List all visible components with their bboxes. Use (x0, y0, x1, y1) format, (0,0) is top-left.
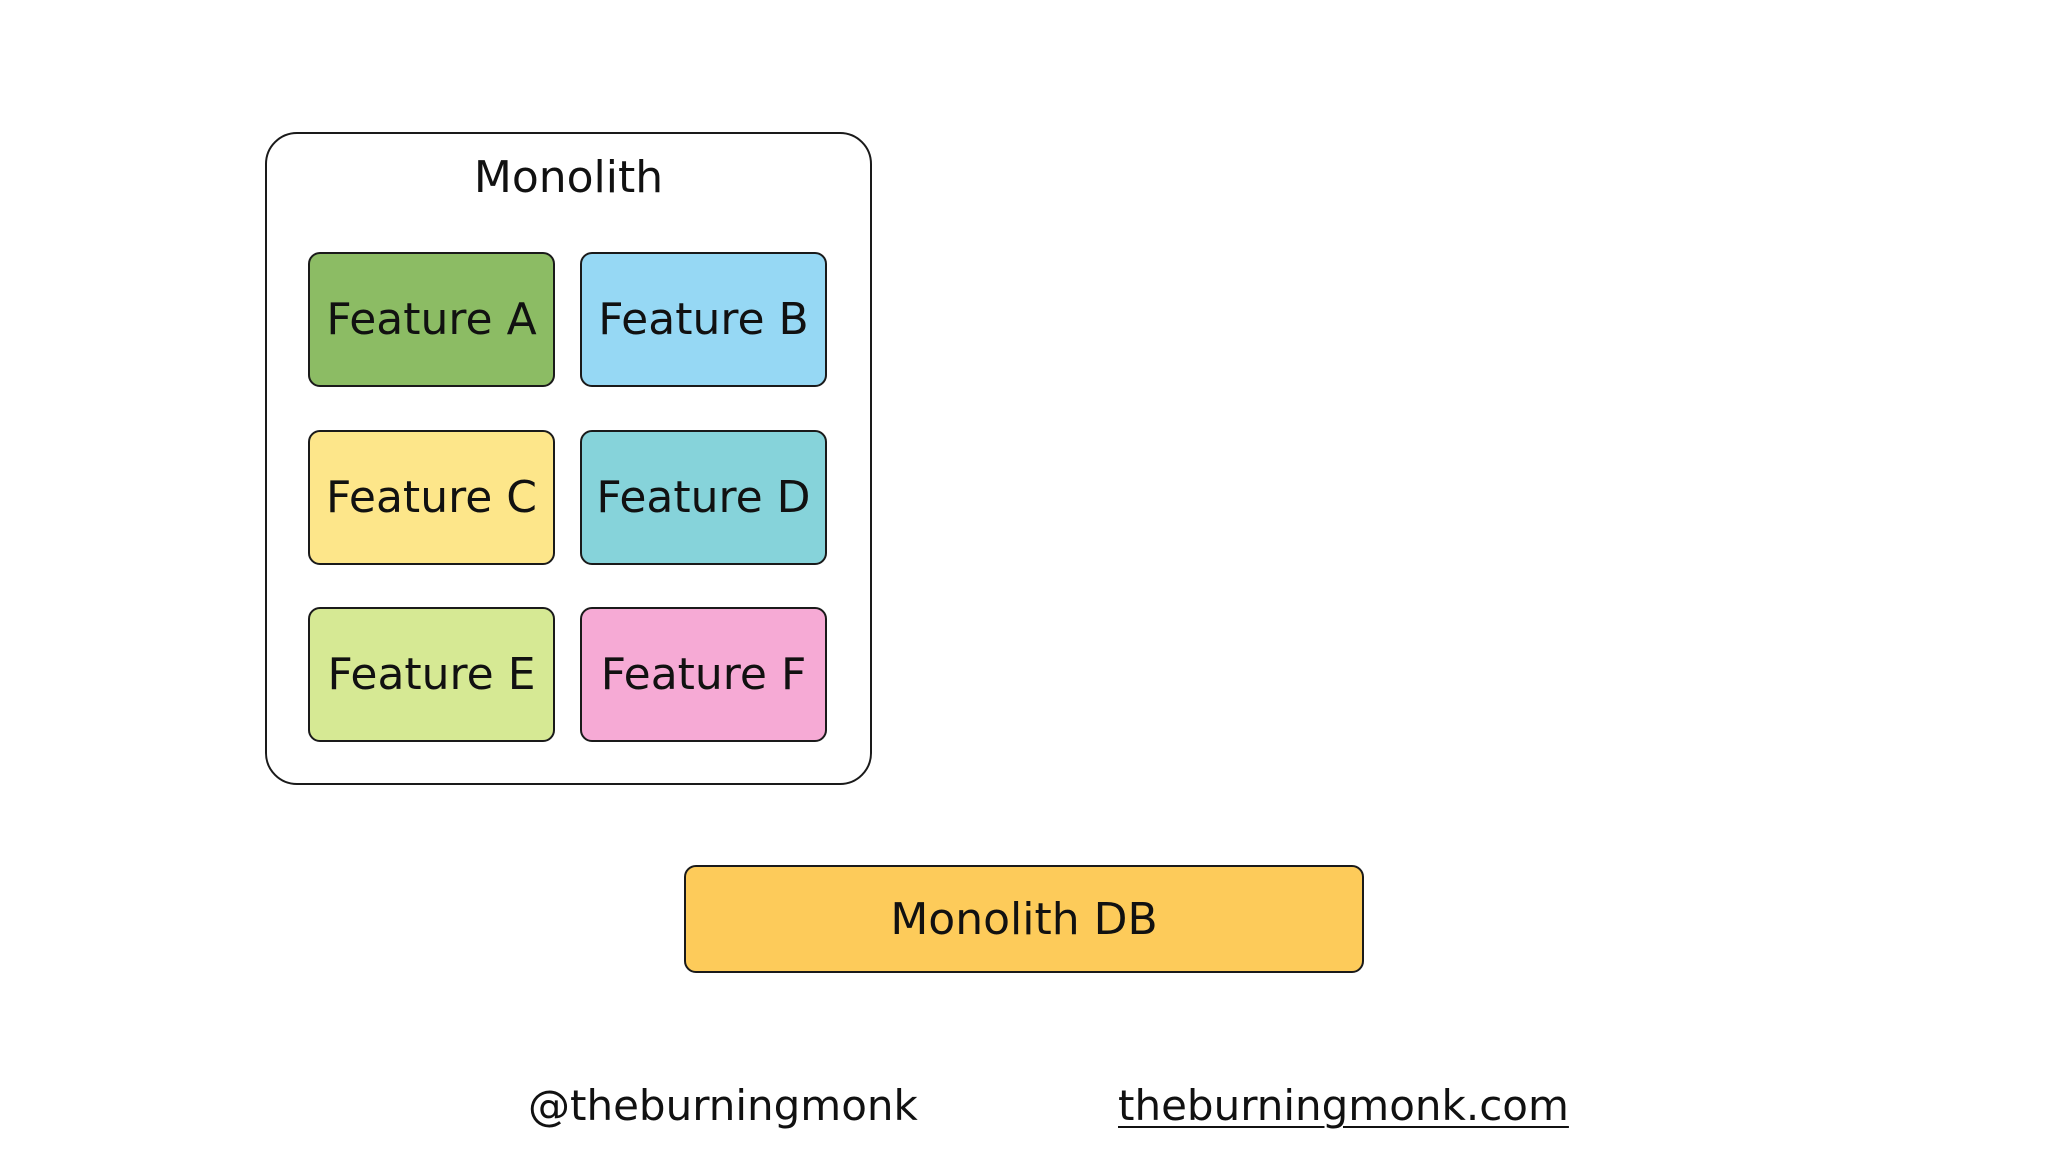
website-link[interactable]: theburningmonk.com (1118, 1081, 1569, 1130)
monolith-container: Monolith Feature A Feature B Feature C F… (265, 132, 872, 785)
monolith-db-box: Monolith DB (684, 865, 1364, 973)
feature-b-box: Feature B (580, 252, 827, 387)
monolith-title: Monolith (473, 152, 664, 203)
feature-e-box: Feature E (308, 607, 555, 742)
feature-d-box: Feature D (580, 430, 827, 565)
feature-f-box: Feature F (580, 607, 827, 742)
twitter-handle: @theburningmonk (528, 1081, 918, 1130)
feature-c-box: Feature C (308, 430, 555, 565)
feature-a-box: Feature A (308, 252, 555, 387)
